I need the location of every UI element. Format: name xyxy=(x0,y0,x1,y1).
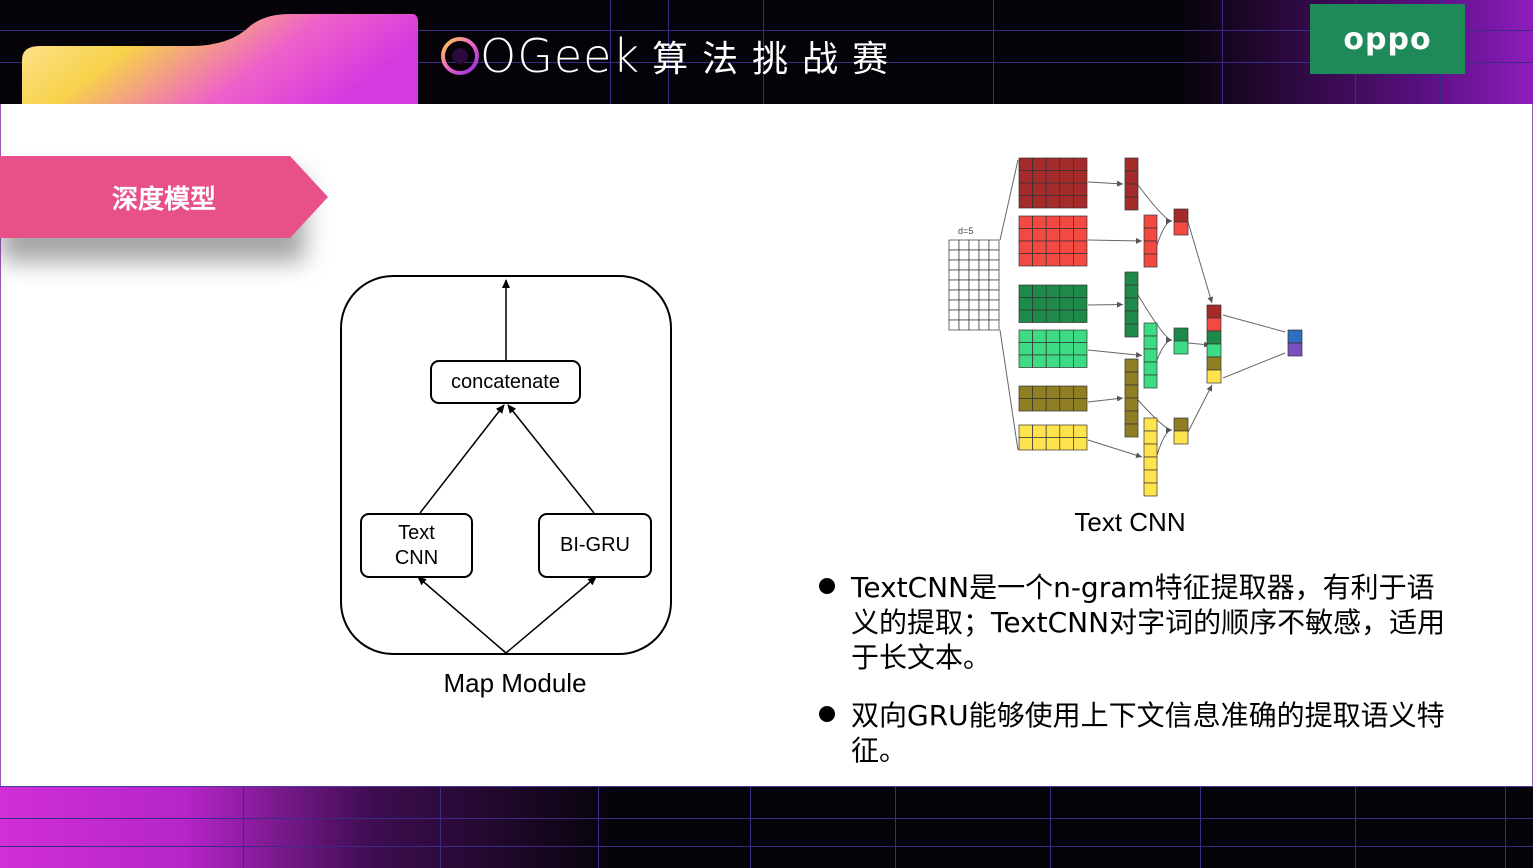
textcnn-blocks xyxy=(948,157,1303,497)
grid-line xyxy=(993,0,994,104)
footer-banner xyxy=(0,786,1533,868)
concat-cell-5 xyxy=(1206,369,1222,384)
bullet-item: TextCNN是一个n-gram特征提取器，有利于语义的提取；TextCNN对字… xyxy=(815,570,1455,675)
grid-line xyxy=(0,786,1533,787)
pool-line xyxy=(1156,218,1173,246)
filter-fan-line xyxy=(999,329,1019,451)
brand-word: OGeek xyxy=(480,29,641,83)
grid-line xyxy=(895,786,896,868)
filter-to-featuremap-line xyxy=(1087,180,1124,187)
bigru-label: BI-GRU xyxy=(560,534,630,556)
textcnn-to-concat-arrow xyxy=(419,404,505,514)
pooled-0-a xyxy=(1173,208,1189,223)
filter-to-featuremap-line xyxy=(1087,395,1124,403)
filter-to-featuremap-line xyxy=(1087,349,1143,358)
pooled-1-b xyxy=(1173,340,1189,355)
textcnn-caption: Text CNN xyxy=(1074,507,1186,537)
textcnn-connections xyxy=(999,159,1286,459)
grid-line xyxy=(0,62,1533,63)
concat-line xyxy=(1187,221,1214,304)
oppo-logo-text: oppo xyxy=(1343,21,1432,57)
map-module-diagram xyxy=(340,275,672,655)
pooled-2-b xyxy=(1173,430,1189,445)
filter-olive xyxy=(1018,385,1088,412)
filter-darkgreen xyxy=(1018,284,1088,323)
concatenate-label: concatenate xyxy=(451,370,560,393)
input-matrix xyxy=(948,239,1000,331)
ogeek-o-icon xyxy=(441,37,479,75)
filter-to-featuremap-line xyxy=(1087,237,1143,244)
footer-gradient xyxy=(0,786,620,868)
grid-line xyxy=(0,818,1533,819)
grid-line xyxy=(1505,786,1506,868)
grid-line xyxy=(763,0,764,104)
grid-line xyxy=(0,30,1533,31)
filter-fan-line xyxy=(999,159,1019,241)
filter-darkred xyxy=(1018,157,1088,209)
feature-map-5 xyxy=(1143,417,1158,497)
filter-to-featuremap-line xyxy=(1087,439,1143,459)
grid-line xyxy=(668,0,669,104)
section-tag-arrow xyxy=(0,156,328,238)
textcnn-figure: d=5 xyxy=(948,157,1303,497)
textcnn-node: Text CNN xyxy=(360,513,473,578)
bigru-node: BI-GRU xyxy=(538,513,652,578)
bullet-text: 双向GRU能够使用上下文信息准确的提取语义特征。 xyxy=(851,699,1445,767)
header-banner: OGeek 算法挑战赛 oppo xyxy=(0,0,1533,104)
concatenate-node: concatenate xyxy=(430,360,581,404)
header-gradient-shape xyxy=(22,14,418,104)
grid-line xyxy=(750,786,751,868)
pooled-0-b xyxy=(1173,221,1189,236)
concat-cell-1 xyxy=(1206,317,1222,332)
contest-title: 算法挑战赛 xyxy=(652,39,903,80)
map-module-caption: Map Module xyxy=(443,668,587,698)
grid-line xyxy=(610,0,611,104)
textcnn-label-line1: Text xyxy=(398,521,435,544)
grid-line xyxy=(1355,786,1356,868)
bullet-dot-icon xyxy=(819,706,835,722)
output-cell-0 xyxy=(1287,329,1303,344)
feature-map-1 xyxy=(1143,214,1158,268)
concat-cell-4 xyxy=(1206,356,1222,371)
concat-line xyxy=(1187,384,1213,433)
concat-cell-3 xyxy=(1206,343,1222,358)
filter-yellow xyxy=(1018,424,1088,451)
output-line xyxy=(1222,352,1286,379)
feature-map-4 xyxy=(1124,358,1139,438)
pooled-2-a xyxy=(1173,417,1189,432)
pooled-1-a xyxy=(1173,327,1189,342)
concat-line xyxy=(1187,341,1211,348)
bigru-to-concat-arrow xyxy=(507,404,595,514)
oppo-logo: oppo xyxy=(1310,4,1465,74)
grid-line xyxy=(1222,0,1223,104)
grid-line xyxy=(0,846,1533,847)
output-cell-1 xyxy=(1287,342,1303,357)
output-line xyxy=(1222,314,1286,333)
bullet-dot-icon xyxy=(819,578,835,594)
pool-line xyxy=(1156,337,1173,361)
input-to-bigru-arrow xyxy=(505,576,597,654)
feature-map-0 xyxy=(1124,157,1139,211)
feature-map-2 xyxy=(1124,271,1139,338)
grid-line xyxy=(243,786,244,868)
bullet-text: TextCNN是一个n-gram特征提取器，有利于语义的提取；TextCNN对字… xyxy=(851,571,1446,674)
grid-line xyxy=(440,786,441,868)
bullet-list: TextCNN是一个n-gram特征提取器，有利于语义的提取；TextCNN对字… xyxy=(815,570,1455,791)
grid-line xyxy=(1200,786,1201,868)
filter-red xyxy=(1018,215,1088,267)
input-to-textcnn-arrow xyxy=(417,576,507,654)
contest-logo: OGeek 算法挑战赛 xyxy=(440,28,902,84)
textcnn-label-line2: CNN xyxy=(394,546,439,569)
input-matrix-label: d=5 xyxy=(958,226,973,236)
concat-cell-2 xyxy=(1206,330,1222,345)
filter-to-featuremap-line xyxy=(1087,301,1124,308)
filter-lightgreen xyxy=(1018,329,1088,368)
pool-line xyxy=(1156,427,1173,456)
concat-cell-0 xyxy=(1206,304,1222,319)
bullet-item: 双向GRU能够使用上下文信息准确的提取语义特征。 xyxy=(815,698,1455,768)
feature-map-3 xyxy=(1143,322,1158,389)
grid-line xyxy=(598,786,599,868)
grid-line xyxy=(1050,786,1051,868)
section-title: 深度模型 xyxy=(111,184,216,215)
